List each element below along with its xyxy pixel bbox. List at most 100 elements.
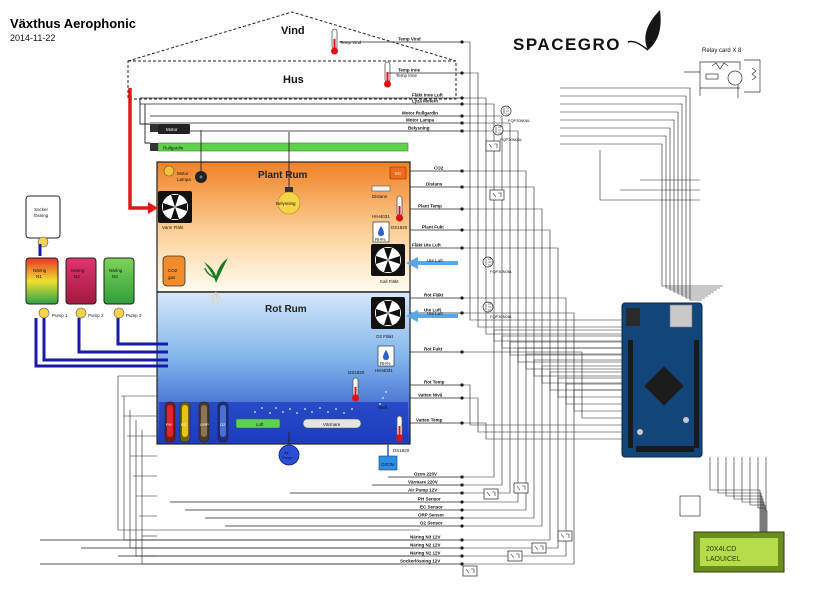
label-air-pump-2: Pump <box>282 455 293 460</box>
svg-text:FQP30N06L: FQP30N06L <box>500 137 523 142</box>
label-motor: Motor <box>166 127 178 132</box>
wire-label: EC Sensor <box>420 505 443 510</box>
wire <box>560 87 702 301</box>
wire-label: Motor Rullgardin <box>402 111 438 116</box>
humidity-sensor-plant: HIH4031 RH% <box>372 214 390 243</box>
label-naring-n1-1: Näring <box>33 268 47 273</box>
wire <box>741 457 765 532</box>
label-pump-3: Pump 3 <box>126 313 142 318</box>
ec-sensor-box: EC <box>389 166 407 180</box>
label-orp: ORP <box>200 422 209 427</box>
svg-text:FQP30N06L: FQP30N06L <box>490 269 513 274</box>
relay-card-schematic: Relay card X 8 <box>684 48 761 98</box>
label-hih-1: HIH4031 <box>372 214 390 219</box>
label-rh-2: RH% <box>380 361 391 366</box>
label-hih-2: HIH4031 <box>375 368 393 373</box>
wire <box>462 359 622 519</box>
wire <box>757 457 767 532</box>
wire <box>560 119 714 293</box>
lcd-display: 20X4LCD LAOUICEL <box>679 495 785 573</box>
section-hus: Hus <box>283 74 304 86</box>
label-uteluft-1: Ute Luft <box>427 258 444 263</box>
relay-icon <box>507 550 523 562</box>
heater-bar: Värmare <box>302 418 362 429</box>
wire <box>462 335 622 486</box>
thermometer-inne-icon: Temp Inne <box>384 61 418 88</box>
diagram-title: Växthus Aerophonic <box>10 16 136 31</box>
wire <box>462 351 622 419</box>
nutrient-tank-n1: Näring N1 Pump 1 <box>25 257 68 319</box>
label-socker-2: lösning <box>34 213 49 218</box>
wire <box>462 247 622 398</box>
wire <box>560 127 717 291</box>
wire <box>560 135 720 289</box>
wire <box>144 104 150 144</box>
water-bubbles <box>254 391 387 414</box>
wire-label: Näring N2 12V <box>410 543 441 548</box>
wire-label: Belysning <box>408 126 430 131</box>
lcd-line-1: 20X4LCD <box>706 546 736 553</box>
wire <box>462 389 622 565</box>
label-luft: Luft <box>256 422 264 427</box>
wire <box>462 422 622 440</box>
label-naring-n2-2: N2 <box>74 274 80 279</box>
wire-label: Ozon 220V <box>414 472 437 477</box>
warm-fan-icon: Varm Fläkt <box>158 191 192 230</box>
wire <box>123 396 410 541</box>
arduino-board <box>621 302 703 458</box>
label-ozon: OZON <box>381 462 394 467</box>
label-co2-gas-1: CO2 <box>168 268 178 273</box>
label-ec-box: EC <box>395 171 402 176</box>
wire-label: Plant Temp <box>418 204 442 209</box>
wire <box>462 41 622 321</box>
wire-label: Distans <box>426 182 443 187</box>
label-naring-n1-2: N1 <box>36 274 42 279</box>
wire-label: Lyza Motern <box>412 99 438 104</box>
relay-icon <box>462 565 478 577</box>
section-vind: Vind <box>281 25 305 37</box>
label-ds1820-1: DS1820 <box>391 225 408 230</box>
wire <box>560 143 723 287</box>
wire <box>733 457 764 532</box>
wire <box>141 430 400 565</box>
wire <box>462 312 622 412</box>
wire <box>462 371 622 541</box>
wire <box>462 186 622 377</box>
label-rh-1: RH% <box>375 237 386 242</box>
wire-label: PH Sensor <box>418 497 441 502</box>
brand-name: SPACEGRO <box>513 35 621 54</box>
label-air-pump-1: Air <box>284 450 290 455</box>
label-rullgardin: Rullgardin <box>163 146 184 151</box>
wire <box>139 98 150 125</box>
cold-fan-icon: Kall Fläkt <box>371 244 405 284</box>
label-motor-lampa-1: Motor <box>177 171 189 176</box>
mosfet-icon: FQP30N06L <box>500 105 531 123</box>
label-naring-n2-1: Näring <box>71 268 85 273</box>
mosfet-icon: FQP30N06L <box>482 256 513 274</box>
wire <box>462 365 622 527</box>
sugar-tank: Socker lösning <box>25 195 61 248</box>
wire-label: Rot Fläkt <box>424 293 444 298</box>
air-pump-icon: Air Pump <box>278 432 300 466</box>
wire-label: Vatten Temp <box>416 418 443 423</box>
label-socker-1: Socker <box>34 207 49 212</box>
wire <box>462 347 622 503</box>
wire <box>462 384 622 426</box>
wire-label: Plant Fukt <box>422 225 444 230</box>
co2-gas-tank: CO2 gas <box>162 255 186 287</box>
wire <box>599 150 700 201</box>
humidity-sensor-root: RH% HIH4031 <box>375 345 395 373</box>
relay-icon <box>489 189 505 201</box>
water-level-thermo: Nivå DS1820 <box>378 404 410 453</box>
relay-icon <box>485 140 501 152</box>
relay-icon <box>531 542 547 554</box>
label-temp-vind: Temp Vind <box>340 40 362 45</box>
wire-label: Näring N1 12V <box>410 551 441 556</box>
label-varm-flakt: Varm Fläkt <box>162 225 184 230</box>
outside-air-arrows: Ute Luft Ute Luft <box>406 257 458 322</box>
wire-label: Rot Fukt <box>424 347 443 352</box>
label-varmare: Värmare <box>323 422 341 427</box>
label-ds1820-2: DS1820 <box>348 370 365 375</box>
